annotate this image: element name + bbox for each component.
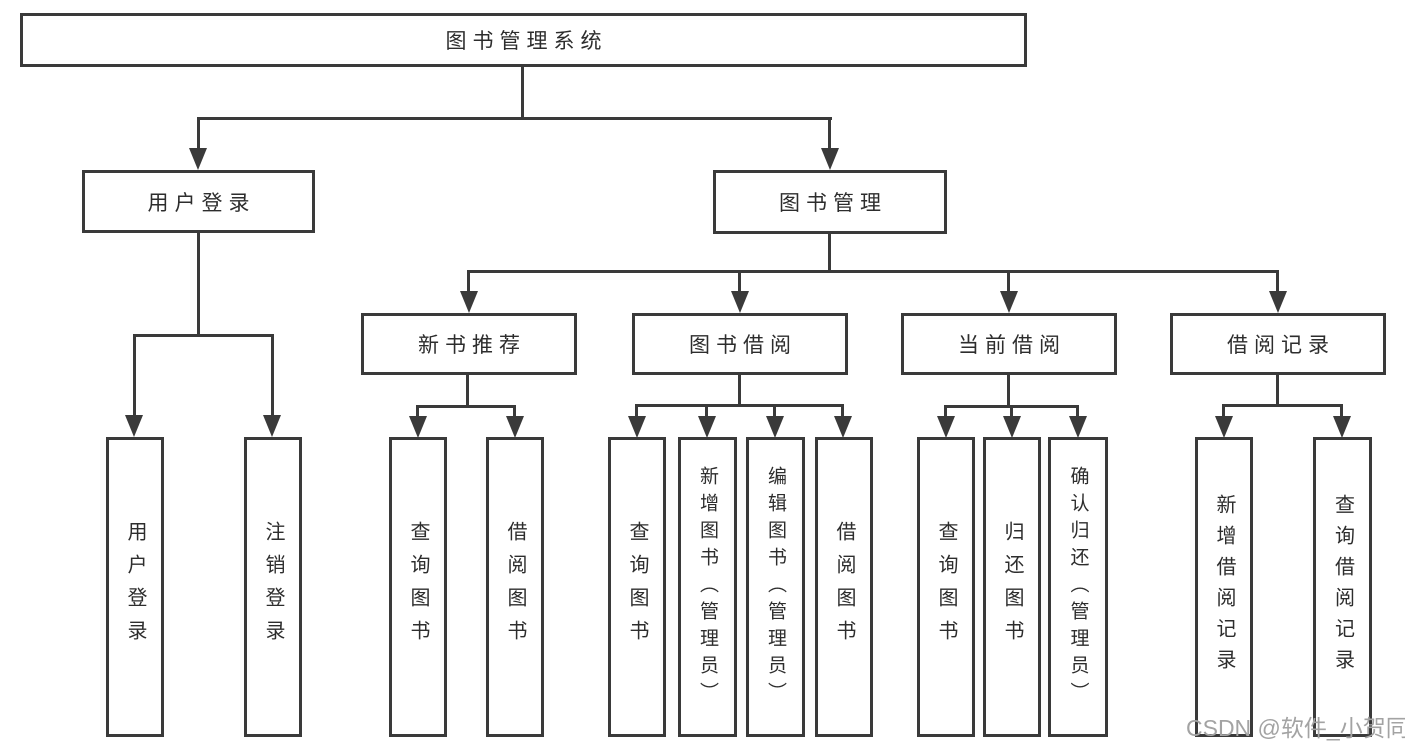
- connector-line: [1276, 375, 1279, 406]
- connector-line: [1007, 270, 1010, 293]
- leaf-confirm-return-admin: 确认归还（管理员）: [1048, 437, 1108, 737]
- leaf-query-books-label: 查询图书: [407, 521, 429, 653]
- leaf-borrow-books-label: 借阅图书: [504, 521, 526, 653]
- arrowhead-down: [125, 415, 143, 437]
- arrowhead-down: [460, 291, 478, 313]
- leaf-logout: 注销登录: [244, 437, 302, 737]
- leaf-borrow-books-2-label: 借阅图书: [833, 521, 855, 653]
- arrowhead-down: [409, 416, 427, 438]
- connector-line: [417, 405, 516, 408]
- node-current-borrow-label: 当前借阅: [958, 334, 1066, 357]
- connector-line: [738, 375, 741, 407]
- leaf-confirm-return-admin-label: 确认归还（管理员）: [1067, 465, 1089, 709]
- connector-line: [1010, 405, 1013, 418]
- node-book-borrow: 图书借阅: [632, 313, 848, 375]
- arrowhead-down: [1003, 416, 1021, 438]
- leaf-user-login-label: 用户登录: [124, 521, 146, 653]
- node-book-management-label: 图书管理: [779, 192, 887, 215]
- leaf-logout-label: 注销登录: [262, 521, 284, 653]
- arrowhead-down: [821, 148, 839, 170]
- connector-line: [841, 404, 844, 418]
- node-borrow-records: 借阅记录: [1170, 313, 1386, 375]
- leaf-return-book: 归还图书: [983, 437, 1041, 737]
- connector-line: [1224, 404, 1343, 407]
- connector-line: [271, 334, 274, 417]
- arrowhead-down: [189, 148, 207, 170]
- connector-line: [521, 66, 524, 119]
- arrowhead-down: [834, 416, 852, 438]
- connector-line: [197, 117, 832, 120]
- connector-line: [197, 117, 200, 150]
- connector-line: [635, 404, 638, 418]
- node-user-login: 用户登录: [82, 170, 315, 233]
- arrowhead-down: [1069, 416, 1087, 438]
- leaf-query-borrow-record-label: 查询借阅记录: [1331, 494, 1354, 680]
- connector-line: [1076, 405, 1079, 418]
- connector-line: [705, 404, 708, 418]
- leaf-return-book-label: 归还图书: [1001, 521, 1023, 653]
- connector-line: [133, 334, 136, 417]
- arrowhead-down: [937, 416, 955, 438]
- connector-line: [416, 405, 419, 418]
- node-root: 图书管理系统: [20, 13, 1027, 67]
- connector-line: [738, 270, 741, 293]
- arrowhead-down: [1333, 416, 1351, 438]
- leaf-query-books: 查询图书: [389, 437, 447, 737]
- leaf-borrow-books-2: 借阅图书: [815, 437, 873, 737]
- leaf-add-book-admin: 新增图书（管理员）: [678, 437, 737, 737]
- node-root-label: 图书管理系统: [445, 30, 608, 53]
- arrowhead-down: [731, 291, 749, 313]
- connector-line: [513, 405, 516, 418]
- leaf-borrow-books: 借阅图书: [486, 437, 544, 737]
- arrowhead-down: [263, 415, 281, 437]
- node-current-borrow: 当前借阅: [901, 313, 1117, 375]
- leaf-query-books-3: 查询图书: [917, 437, 975, 737]
- connector-line: [469, 270, 1279, 273]
- leaf-edit-book-admin: 编辑图书（管理员）: [746, 437, 805, 737]
- connector-line: [133, 334, 274, 337]
- connector-line: [1340, 404, 1343, 418]
- node-book-borrow-label: 图书借阅: [689, 334, 797, 357]
- connector-line: [1276, 270, 1279, 293]
- connector-line: [467, 270, 470, 293]
- node-book-management: 图书管理: [713, 170, 947, 234]
- connector-line: [773, 404, 776, 418]
- leaf-edit-book-admin-label: 编辑图书（管理员）: [765, 465, 786, 709]
- leaf-add-borrow-record: 新增借阅记录: [1195, 437, 1253, 737]
- node-new-book-recommend-label: 新书推荐: [418, 334, 526, 357]
- leaf-query-books-3-label: 查询图书: [935, 521, 957, 653]
- connector-line: [1222, 404, 1225, 418]
- arrowhead-down: [766, 416, 784, 438]
- connector-line: [637, 404, 844, 407]
- leaf-query-books-2: 查询图书: [608, 437, 666, 737]
- connector-line: [1007, 375, 1010, 408]
- leaf-query-books-2-label: 查询图书: [626, 521, 648, 653]
- node-new-book-recommend: 新书推荐: [361, 313, 577, 375]
- leaf-query-borrow-record: 查询借阅记录: [1313, 437, 1372, 737]
- arrowhead-down: [1215, 416, 1233, 438]
- leaf-user-login: 用户登录: [106, 437, 164, 737]
- node-borrow-records-label: 借阅记录: [1227, 334, 1335, 357]
- arrowhead-down: [628, 416, 646, 438]
- leaf-add-borrow-record-label: 新增借阅记录: [1213, 494, 1235, 680]
- connector-line: [828, 234, 831, 273]
- arrowhead-down: [506, 416, 524, 438]
- arrowhead-down: [1269, 291, 1287, 313]
- connector-line: [828, 117, 831, 150]
- leaf-add-book-admin-label: 新增图书（管理员）: [697, 465, 718, 709]
- connector-line: [466, 375, 469, 408]
- node-user-login-label: 用户登录: [147, 191, 256, 215]
- arrowhead-down: [1000, 291, 1018, 313]
- arrowhead-down: [698, 416, 716, 438]
- csdn-watermark: CSDN @软件_小贺同学: [1186, 715, 1405, 741]
- connector-line: [944, 405, 947, 418]
- connector-line: [197, 233, 200, 336]
